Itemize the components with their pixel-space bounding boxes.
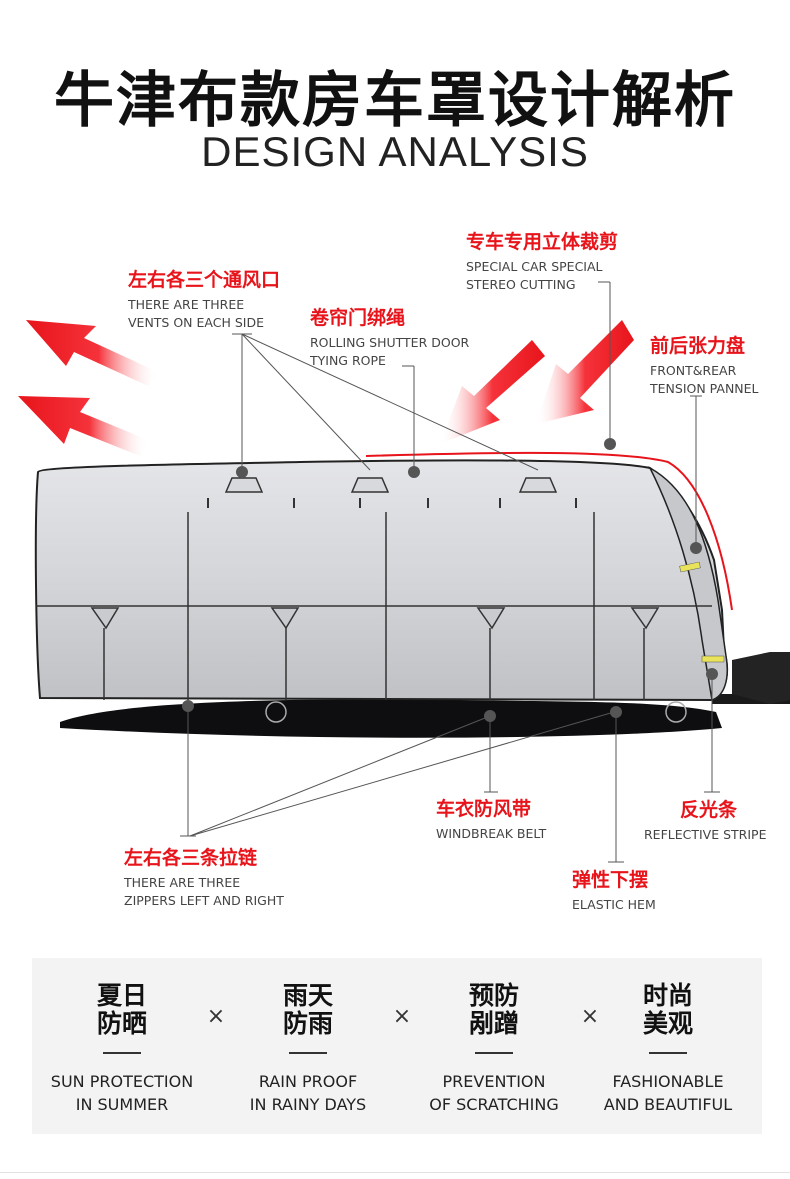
vent-icon (224, 477, 264, 493)
leader-lines (180, 281, 720, 863)
callout-reflective-cn: 反光条 (680, 799, 738, 821)
callout-vents-cn: 左右各三个通风口 (128, 269, 281, 291)
times-icon: × (206, 1004, 226, 1029)
feature-divider (649, 1052, 687, 1054)
feature-caption: SUN PROTECTION IN SUMMER (50, 1072, 194, 1114)
feature-title: 夏日 防晒 (96, 981, 147, 1038)
feature-title: 时尚 美观 (642, 981, 693, 1038)
times-icon: × (392, 1004, 412, 1029)
wind-arrow-icon (26, 320, 158, 386)
callout-zippers: 左右各三条拉链 THERE ARE THREE ZIPPERS LEFT AND… (124, 846, 284, 910)
rv-cover-body (34, 459, 729, 702)
callout-cutting: 专车专用立体裁剪 SPECIAL CAR SPECIAL STEREO CUTT… (466, 230, 618, 294)
callout-belt-en: WINDBREAK BELT (436, 826, 547, 841)
callout-rope: 卷帘门绑绳 ROLLING SHUTTER DOOR TYING ROPE (310, 306, 469, 370)
times-icon: × (580, 1004, 600, 1029)
callout-rope-en: ROLLING SHUTTER DOOR TYING ROPE (310, 335, 470, 368)
wind-arrow-icon (440, 340, 545, 444)
feature-caption: PREVENTION OF SCRATCHING (429, 1072, 559, 1114)
elastic-hem-shadow (60, 699, 722, 738)
feature-divider (475, 1052, 513, 1054)
front-tension-panel (648, 466, 728, 701)
feature-fashionable: 时尚 美观 FASHIONABLE AND BEAUTIFUL (578, 958, 758, 1116)
callout-tension-cn: 前后张力盘 (650, 335, 746, 357)
callout-zippers-en: THERE ARE THREE ZIPPERS LEFT AND RIGHT (124, 875, 284, 908)
bottom-divider (0, 1172, 790, 1173)
rv-cover-illustration (18, 281, 790, 863)
callout-hem-en: ELASTIC HEM (572, 897, 656, 912)
callout-tension: 前后张力盘 FRONT&REAR TENSION PANNEL (650, 334, 759, 398)
callout-dots (182, 438, 718, 722)
callout-zippers-cn: 左右各三条拉链 (124, 847, 258, 869)
wind-arrow-icon (18, 396, 148, 456)
seam-ticks (207, 498, 577, 508)
features-panel: 夏日 防晒 SUN PROTECTION IN SUMMER × 雨天 防雨 R… (32, 958, 762, 1134)
reflective-stripe (701, 655, 725, 663)
feature-rain-proof: 雨天 防雨 RAIN PROOF IN RAINY DAYS (218, 958, 398, 1116)
callout-belt: 车衣防风带 WINDBREAK BELT (436, 797, 546, 843)
callout-vents-en: THERE ARE THREE VENTS ON EACH SIDE (128, 297, 264, 330)
cutting-line (365, 451, 733, 611)
feature-divider (103, 1052, 141, 1054)
feature-title: 预防 剐蹭 (468, 981, 519, 1038)
wind-arrow-icon (536, 320, 634, 424)
callout-reflective-en: REFLECTIVE STRIPE (644, 827, 767, 842)
callout-belt-cn: 车衣防风带 (436, 798, 532, 820)
callout-cutting-en: SPECIAL CAR SPECIAL STEREO CUTTING (466, 259, 603, 292)
callout-tension-en: FRONT&REAR TENSION PANNEL (650, 363, 759, 396)
callout-reflective: 反光条 REFLECTIVE STRIPE (644, 798, 767, 844)
windbreak-belt-tab (90, 607, 660, 630)
tire-icon (732, 652, 790, 704)
callout-hem: 弹性下摆 ELASTIC HEM (572, 868, 656, 914)
callout-vents: 左右各三个通风口 THERE ARE THREE VENTS ON EACH S… (128, 268, 280, 332)
reflective-stripe (679, 561, 701, 573)
vent-icon (350, 477, 390, 493)
feature-caption: RAIN PROOF IN RAINY DAYS (249, 1072, 367, 1114)
callout-rope-cn: 卷帘门绑绳 (310, 307, 406, 329)
feature-divider (289, 1052, 327, 1054)
vent-icon (518, 477, 558, 493)
feature-scratch-prevention: 预防 剐蹭 PREVENTION OF SCRATCHING (404, 958, 584, 1116)
feature-caption: FASHIONABLE AND BEAUTIFUL (603, 1072, 733, 1114)
feature-title: 雨天 防雨 (282, 981, 333, 1038)
page-title: 牛津布款房车罩设计解析 (54, 66, 736, 136)
callout-cutting-cn: 专车专用立体裁剪 (466, 231, 619, 253)
wheel-icon (265, 701, 687, 723)
page-subtitle: DESIGN ANALYSIS (201, 128, 589, 175)
feature-sun-protection: 夏日 防晒 SUN PROTECTION IN SUMMER (32, 958, 212, 1116)
callout-hem-cn: 弹性下摆 (572, 869, 649, 891)
